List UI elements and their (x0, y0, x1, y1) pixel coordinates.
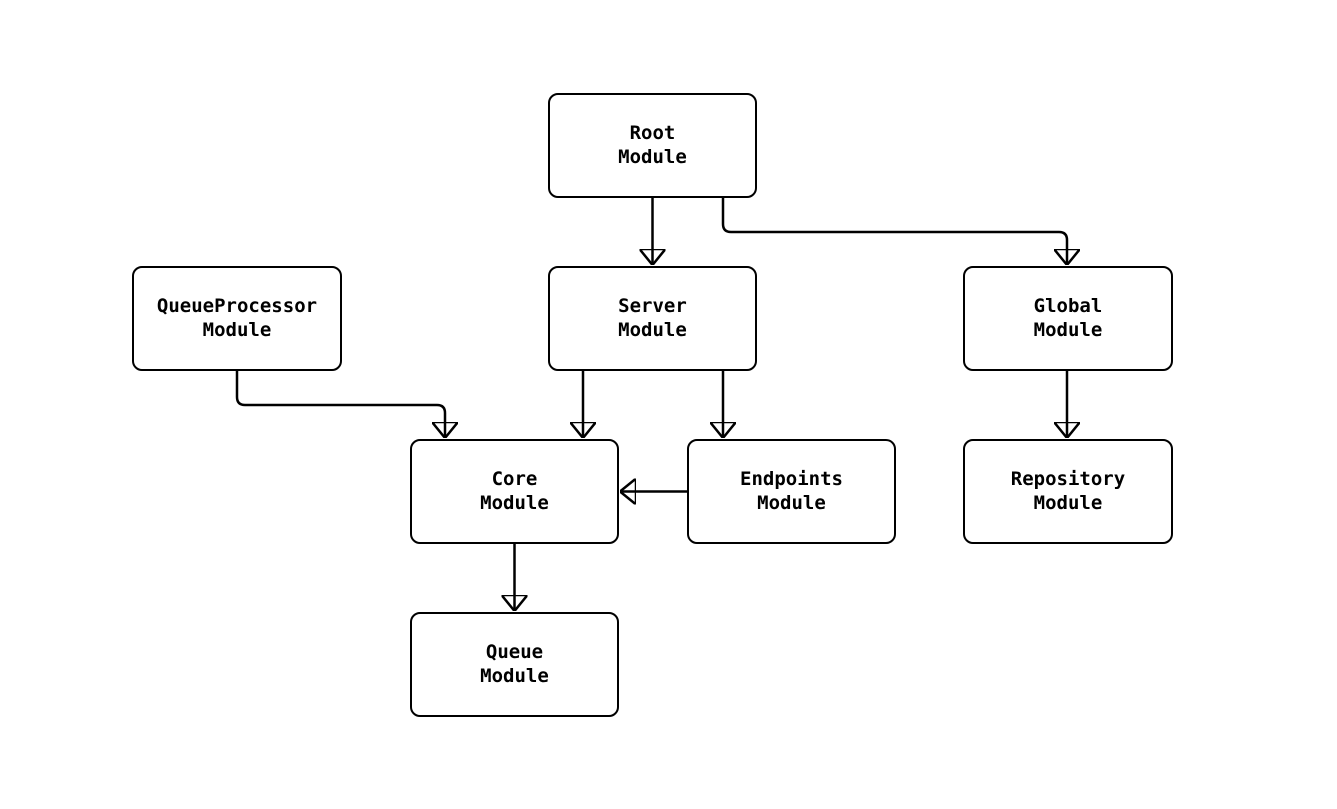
node-queue-module: Queue Module (410, 612, 619, 717)
node-repository-module-label: Repository Module (1010, 467, 1126, 514)
edge-root-to-global-arrow (721, 198, 1067, 265)
node-global-module: Global Module (963, 266, 1173, 371)
node-server-module-label: Server Module (618, 294, 687, 341)
node-root-module: Root Module (548, 93, 757, 198)
node-queueprocessor-module: QueueProcessor Module (132, 266, 342, 371)
node-core-module-label: Core Module (480, 467, 549, 514)
node-queueprocessor-module-label: QueueProcessor Module (156, 294, 318, 341)
node-global-module-label: Global Module (1033, 294, 1103, 341)
node-root-module-label: Root Module (618, 121, 687, 168)
edge-queueprocessor-to-core-arrow (235, 371, 445, 438)
node-endpoints-module-label: Endpoints Module (740, 467, 843, 514)
node-endpoints-module: Endpoints Module (687, 439, 896, 544)
node-queue-module-label: Queue Module (480, 640, 549, 687)
node-server-module: Server Module (548, 266, 757, 371)
node-core-module: Core Module (410, 439, 619, 544)
node-repository-module: Repository Module (963, 439, 1173, 544)
